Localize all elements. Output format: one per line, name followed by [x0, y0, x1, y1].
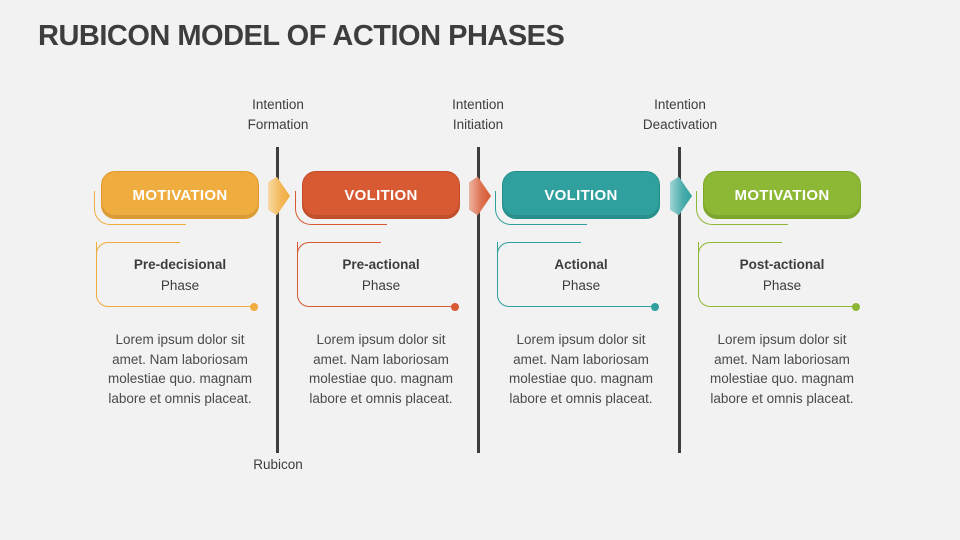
phase-column: VOLITION Actional Phase Lorem ipsum dolo…: [481, 0, 681, 540]
desc-line: amet. Nam laboriosam: [313, 351, 449, 367]
desc-line: labore et omnis placeat.: [108, 390, 252, 406]
desc-line: labore et omnis placeat.: [509, 390, 653, 406]
marker-label-intention-initiation: Intention Initiation: [398, 95, 558, 134]
phase-column: MOTIVATION Post-actional Phase Lorem ips…: [682, 0, 882, 540]
desc-line: amet. Nam laboriosam: [112, 351, 248, 367]
desc-line: Lorem ipsum dolor sit: [516, 332, 646, 347]
bracket-dot: [852, 303, 860, 311]
phase-name: Post-actional: [739, 257, 825, 272]
bracket-dot: [250, 303, 258, 311]
desc-line: molestiae quo. magnam: [107, 371, 253, 386]
phase-column: MOTIVATION Pre-decisional Phase Lorem ip…: [80, 0, 280, 540]
phase-name: Pre-actional: [342, 257, 420, 272]
marker-label-line1: Intention: [452, 97, 504, 112]
phase-description: Lorem ipsum dolor sit amet. Nam laborios…: [485, 330, 677, 408]
rubicon-line-2: [477, 147, 480, 453]
marker-label-line1: Intention: [252, 97, 304, 112]
badge-echo-line: [295, 191, 387, 225]
bracket-dot: [451, 303, 459, 311]
desc-line: amet. Nam laboriosam: [513, 351, 649, 367]
phase-word: Phase: [762, 278, 802, 293]
marker-label-line2: Initiation: [452, 116, 504, 132]
badge-echo-line: [94, 191, 186, 225]
desc-line: Lorem ipsum dolor sit: [717, 332, 847, 347]
phase-badge: VOLITION: [502, 171, 660, 219]
desc-line: Lorem ipsum dolor sit: [115, 332, 245, 347]
desc-line: molestiae quo. magnam: [508, 371, 654, 386]
phase-badge: VOLITION: [302, 171, 460, 219]
phase-name: Actional: [554, 257, 608, 272]
phase-description: Lorem ipsum dolor sit amet. Nam laborios…: [84, 330, 276, 408]
phase-bracket: [497, 242, 653, 307]
phase-bracket: [698, 242, 854, 307]
phase-word: Phase: [160, 278, 200, 293]
rubicon-line-1: [276, 147, 279, 453]
phase-description: Lorem ipsum dolor sit amet. Nam laborios…: [285, 330, 477, 408]
phase-badge: MOTIVATION: [703, 171, 861, 219]
slide-title: RUBICON MODEL OF ACTION PHASES: [38, 20, 565, 52]
desc-line: molestiae quo. magnam: [308, 371, 454, 386]
bracket-dot: [651, 303, 659, 311]
desc-line: Lorem ipsum dolor sit: [316, 332, 446, 347]
phase-word: Phase: [361, 278, 401, 293]
badge-echo-line: [495, 191, 587, 225]
marker-label-line1: Intention: [654, 97, 706, 112]
desc-line: molestiae quo. magnam: [709, 371, 855, 386]
rubicon-label: Rubicon: [253, 457, 303, 472]
phase-column: VOLITION Pre-actional Phase Lorem ipsum …: [281, 0, 481, 540]
phase-badge: MOTIVATION: [101, 171, 259, 219]
phase-word: Phase: [561, 278, 601, 293]
marker-label-intention-deactivation: Intention Deactivation: [600, 95, 760, 134]
marker-label-line2: Formation: [247, 116, 309, 132]
phase-bracket: [297, 242, 453, 307]
desc-line: amet. Nam laboriosam: [714, 351, 850, 367]
desc-line: labore et omnis placeat.: [309, 390, 453, 406]
phase-description: Lorem ipsum dolor sit amet. Nam laborios…: [686, 330, 878, 408]
phase-name: Pre-decisional: [133, 257, 227, 272]
desc-line: labore et omnis placeat.: [710, 390, 854, 406]
phase-bracket: [96, 242, 252, 307]
marker-label-intention-formation: Intention Formation: [198, 95, 358, 134]
marker-label-line2: Deactivation: [642, 116, 718, 132]
rubicon-line-3: [678, 147, 681, 453]
badge-echo-line: [696, 191, 788, 225]
